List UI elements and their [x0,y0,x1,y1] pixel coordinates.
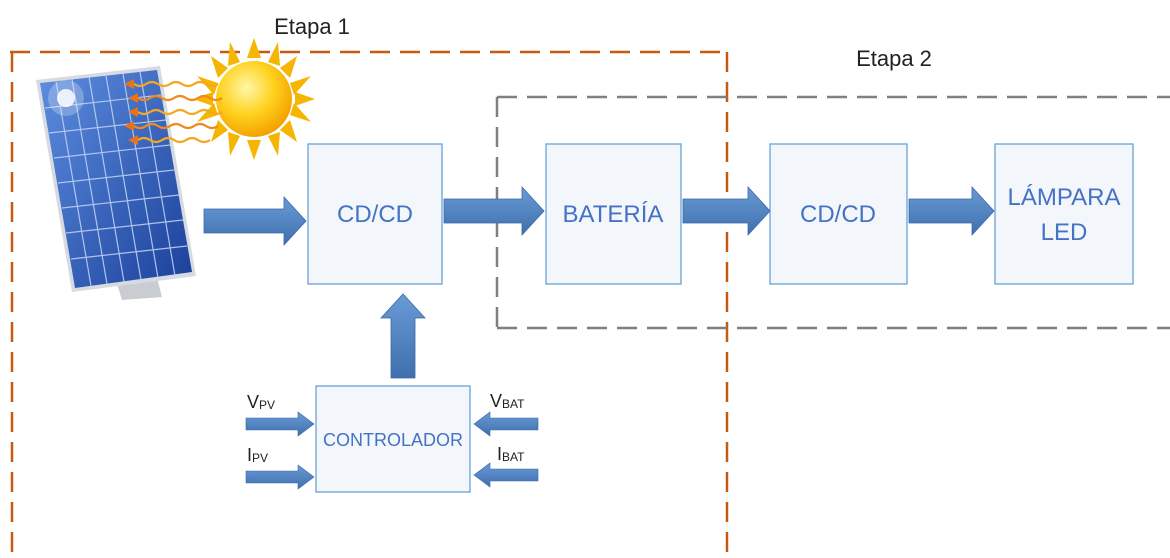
arrow-battery-to-dcdc2 [682,185,771,237]
solar-panel-icon [36,66,196,300]
vpv-label: VPV [247,392,275,412]
stage-2-frame [495,95,1170,330]
led-lamp-block: LÁMPARA LED [994,143,1134,285]
arrow-ibat-input [473,462,539,488]
led-lamp-label-line2: LED [1041,219,1088,246]
stage-1-label: Etapa 1 [274,14,350,39]
arrow-controller-to-dcdc1 [380,293,426,379]
arrow-dcdc1-to-battery [443,185,545,237]
arrow-ipv-input [245,464,315,490]
stage-1-frame [10,50,729,552]
battery-block: BATERÍA [545,143,682,285]
stage-2-label: Etapa 2 [856,46,932,71]
arrow-vbat-input [473,411,539,437]
led-lamp-label-line1: LÁMPARA [1008,184,1121,211]
arrow-vpv-input [245,411,315,437]
controller-label: CONTROLADOR [323,430,463,450]
arrow-panel-to-dcdc1 [203,195,307,247]
sun-icon [193,38,315,160]
dcdc-converter-1-block: CD/CD [307,143,443,285]
ibat-label: IBAT [497,444,525,464]
arrow-dcdc2-to-lamp [908,185,995,237]
battery-label: BATERÍA [563,201,664,228]
dcdc-converter-2-label: CD/CD [800,201,876,228]
controller-block: CONTROLADOR [315,385,471,493]
dcdc-converter-1-label: CD/CD [337,201,413,228]
dcdc-converter-2-block: CD/CD [769,143,908,285]
ipv-label: IPV [247,445,268,465]
vbat-label: VBAT [490,391,525,411]
sun-rays [124,79,223,145]
